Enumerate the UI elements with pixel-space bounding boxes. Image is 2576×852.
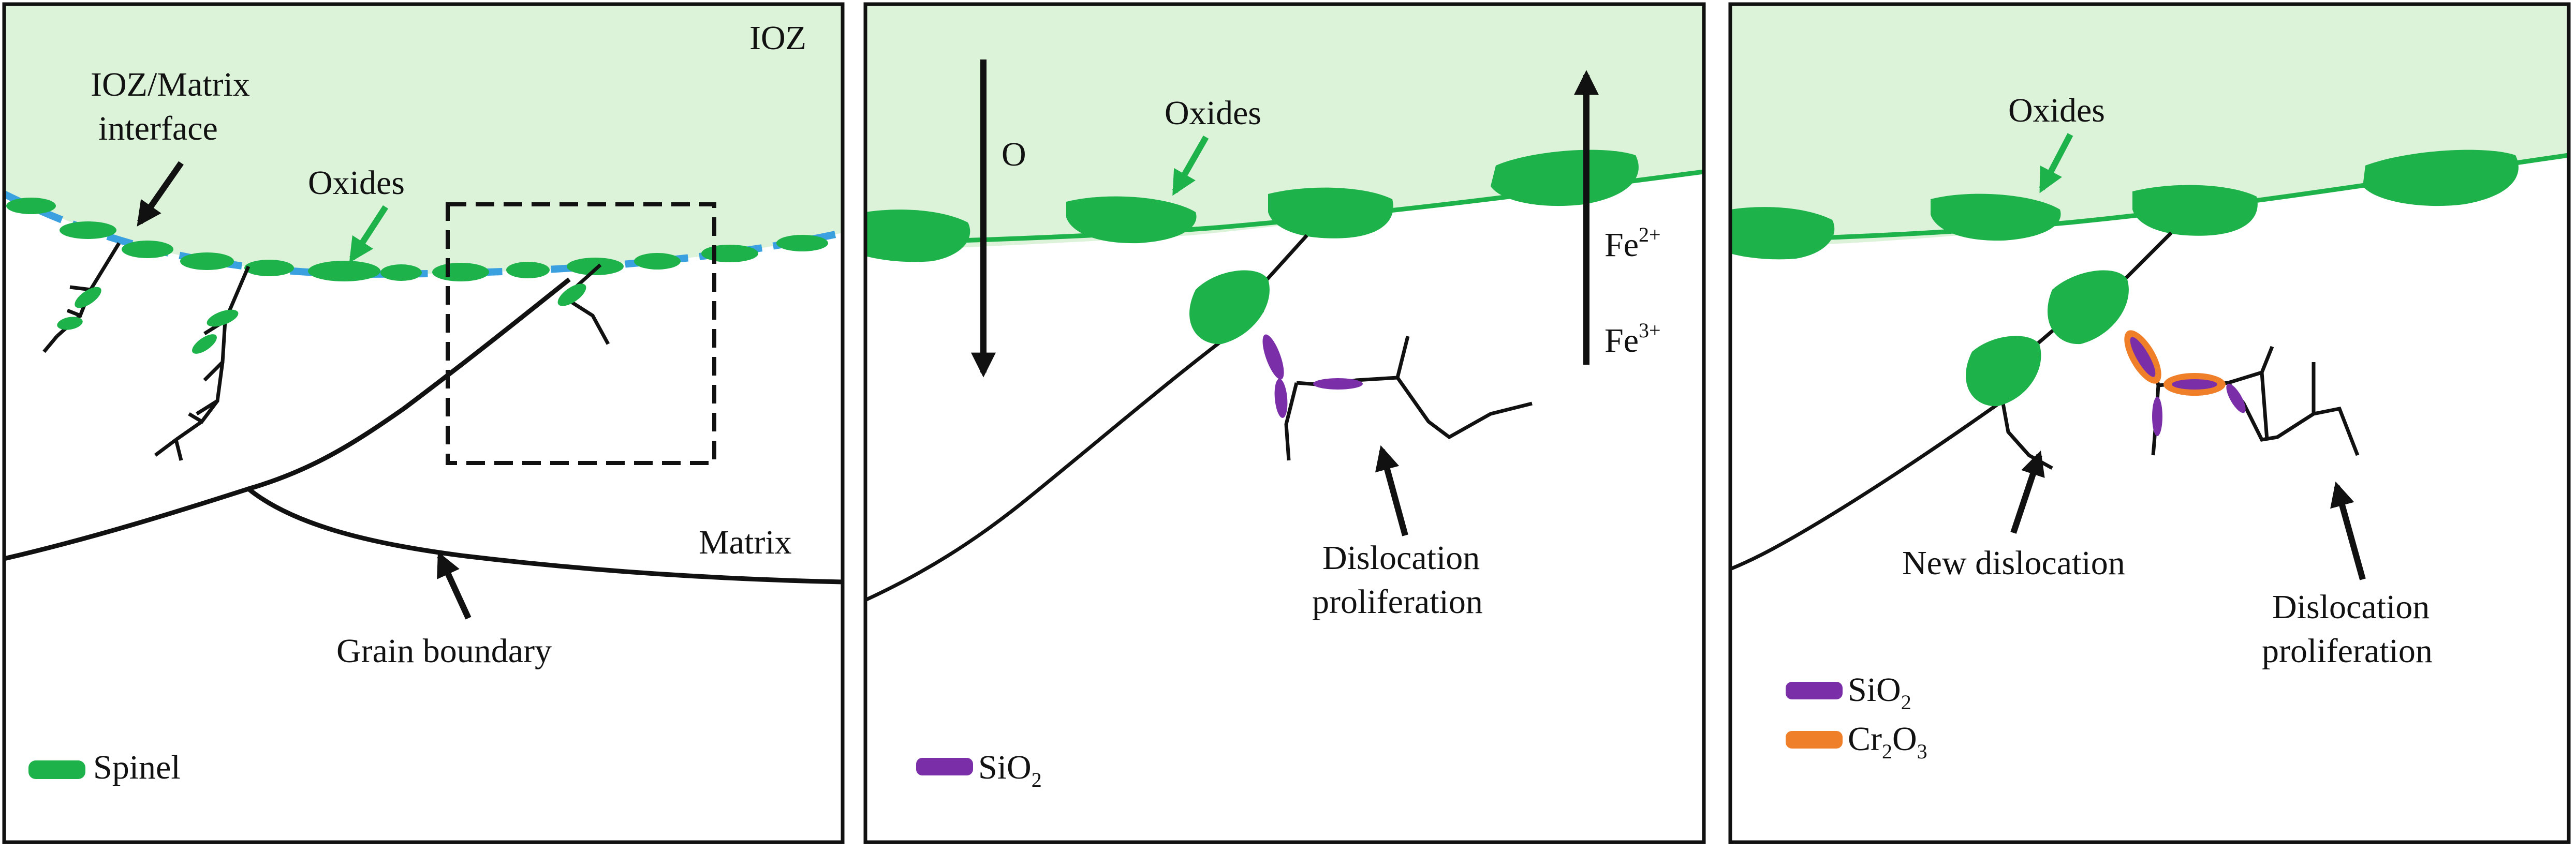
grain-boundary-main [4, 277, 571, 561]
matrix-label: Matrix [699, 524, 792, 561]
oxides-label-1: Oxides [308, 164, 405, 202]
oxides-arrow-2 [1172, 136, 1209, 196]
zoom-box [446, 202, 716, 465]
panel-3 [1730, 4, 2569, 749]
panel-1 [4, 4, 843, 779]
dislocation-label-3-line1: Dislocation [2272, 588, 2430, 626]
oxides-arrow-1 [349, 205, 389, 263]
panel-1-frame [2, 2, 845, 844]
legend-sio2-swatch [916, 758, 973, 775]
o-label: O [1002, 136, 1026, 173]
panel-2 [865, 4, 1704, 775]
legend-cr2o3-swatch [1786, 731, 1843, 749]
grain-boundary-label: Grain boundary [336, 632, 552, 670]
legend-cr2o3-label: Cr2O3 [1848, 720, 1927, 763]
legend-spinel-label: Spinel [93, 749, 181, 786]
legend-sio2-swatch [1786, 682, 1843, 699]
fe3-label: Fe3+ [1605, 319, 1661, 360]
legend-sio2-label-2: SiO2 [978, 749, 1042, 791]
dislocations [1730, 231, 2360, 571]
new-dislocation-arrow [2010, 450, 2045, 534]
spinel-on-branches [57, 283, 586, 354]
legend-spinel-swatch [28, 760, 85, 779]
ioz-label: IOZ [749, 19, 806, 57]
oxides-on-boundary [1966, 270, 2129, 407]
sio2-particles [2130, 337, 2246, 436]
fe2-label: Fe2+ [1605, 223, 1661, 264]
sio2-particles [1262, 334, 1363, 418]
interface-arrow [137, 161, 184, 227]
dislocation-label-2-line2: proliferation [1312, 583, 1483, 621]
ioz-region [4, 4, 843, 274]
grain-boundary-arrow [437, 551, 472, 620]
panel-3-frame [1728, 2, 2571, 844]
grain-boundary-branch [247, 487, 843, 585]
oxides-label-3: Oxides [2008, 92, 2105, 129]
dislocation-label-2-line1: Dislocation [1322, 539, 1480, 577]
oxides-on-boundary [1189, 270, 1270, 345]
new-dislocation-label: New dislocation [1902, 544, 2125, 582]
dislocation-arrow-3 [2330, 481, 2366, 580]
dislocation-arrow-2 [1375, 445, 1408, 536]
legend-sio2-label-3: SiO2 [1848, 671, 1911, 714]
interface-label-line1: IOZ/Matrix [91, 66, 250, 103]
dislocation-label-3-line2: proliferation [2262, 632, 2433, 670]
panel-2-frame [863, 2, 1706, 844]
interface-label-line2: interface [98, 110, 218, 147]
oxides-arrow-3 [2039, 133, 2073, 193]
ioz-region [1730, 4, 2569, 248]
oxides-interface [865, 150, 1639, 262]
oxides-interface [1730, 150, 2519, 260]
oxides-label-2: Oxides [1165, 94, 1261, 132]
